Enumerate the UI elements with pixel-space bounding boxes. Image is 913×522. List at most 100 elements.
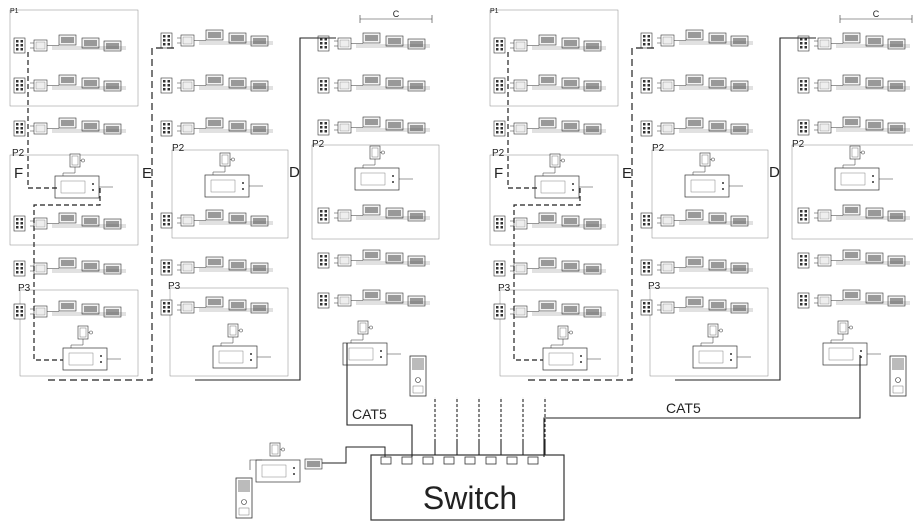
light-device: [250, 215, 269, 227]
aux-module: [837, 320, 853, 335]
keypad-icon: [640, 32, 653, 49]
controller: [684, 174, 730, 198]
keypad-icon: [640, 259, 653, 276]
relay-module: [176, 34, 200, 47]
light-device: [228, 32, 247, 44]
relay-module: [656, 79, 680, 92]
controller: [62, 347, 108, 371]
light-device: [228, 120, 247, 132]
light-device: [685, 117, 704, 129]
trunk-label-f: F: [494, 165, 503, 182]
controller-block: [62, 325, 121, 371]
light-device: [561, 37, 580, 49]
light-device: [228, 77, 247, 89]
panel-p2-frame: [651, 149, 769, 239]
device-row: [493, 300, 606, 320]
relay-module: [333, 37, 357, 50]
device-row: [160, 209, 273, 229]
light-device: [407, 295, 426, 307]
light-device: [103, 218, 122, 230]
controller: [342, 342, 388, 366]
light-device: [407, 210, 426, 222]
light-device: [81, 120, 100, 132]
keypad-icon: [317, 252, 330, 269]
local-controller: [255, 459, 301, 483]
relay-module: [333, 294, 357, 307]
keypad-icon: [493, 215, 506, 232]
panel-p2-frame: [489, 154, 619, 246]
cat5-right-cable: CAT5: [543, 355, 861, 457]
switch-port: [527, 456, 539, 465]
controller: [54, 175, 100, 199]
panel-p3-label: P3: [18, 283, 31, 294]
relay-module: [813, 209, 837, 222]
light-device: [81, 303, 100, 315]
light-device: [561, 77, 580, 89]
controller: [542, 347, 588, 371]
controller: [692, 345, 738, 369]
dotted-ports: [434, 397, 546, 455]
keypad-icon: [160, 259, 173, 276]
controller: [354, 167, 400, 191]
light-device: [561, 215, 580, 227]
light-device: [842, 289, 861, 301]
panel-p1-frame: [489, 9, 619, 107]
light-device: [81, 260, 100, 272]
relay-module: [656, 122, 680, 135]
aux-module: [219, 152, 235, 167]
controller-block: [692, 323, 751, 369]
panel-p3-label: P3: [498, 283, 511, 294]
light-device: [407, 80, 426, 92]
keypad-icon: [13, 120, 26, 137]
light-device: [205, 29, 224, 41]
switch-label: Switch: [423, 480, 517, 516]
keypad-icon: [160, 77, 173, 94]
aux-module: [707, 323, 723, 338]
relay-module: [509, 79, 533, 92]
light-device: [887, 80, 906, 92]
light-device: [583, 123, 602, 135]
light-device: [708, 299, 727, 311]
device-row: [317, 32, 430, 52]
controller-block: [684, 152, 743, 198]
device-row: [493, 117, 606, 137]
device-row: [797, 289, 910, 309]
device-row: [640, 74, 753, 94]
light-device: [538, 300, 557, 312]
panel-p2-label: P2: [172, 143, 185, 154]
panel-p3-frame: [649, 287, 769, 377]
keypad-icon: [797, 119, 810, 136]
light-device: [205, 74, 224, 86]
panel-p2-frame: [791, 144, 913, 240]
device-row: [317, 289, 430, 309]
trunk-label-d: D: [769, 164, 780, 181]
controller: [834, 167, 880, 191]
relay-module: [29, 79, 53, 92]
keypad-icon: [797, 292, 810, 309]
light-device: [583, 40, 602, 52]
keypad-icon: [493, 77, 506, 94]
light-device: [865, 77, 884, 89]
light-device: [385, 77, 404, 89]
keypad-icon: [640, 77, 653, 94]
device-row: [13, 117, 126, 137]
light-device: [865, 35, 884, 47]
light-device: [538, 74, 557, 86]
light-device: [205, 296, 224, 308]
device-row: [493, 74, 606, 94]
relay-module: [29, 39, 53, 52]
switch-port: [485, 456, 497, 465]
panel-p2-frame: [171, 149, 289, 239]
switch-port: [464, 456, 476, 465]
panel-p2-frame: [9, 154, 139, 246]
light-device: [250, 123, 269, 135]
light-device: [250, 35, 269, 47]
light-device: [887, 38, 906, 50]
device-row: [317, 249, 430, 269]
device-row: [797, 249, 910, 269]
light-device: [362, 116, 381, 128]
light-device: [685, 29, 704, 41]
